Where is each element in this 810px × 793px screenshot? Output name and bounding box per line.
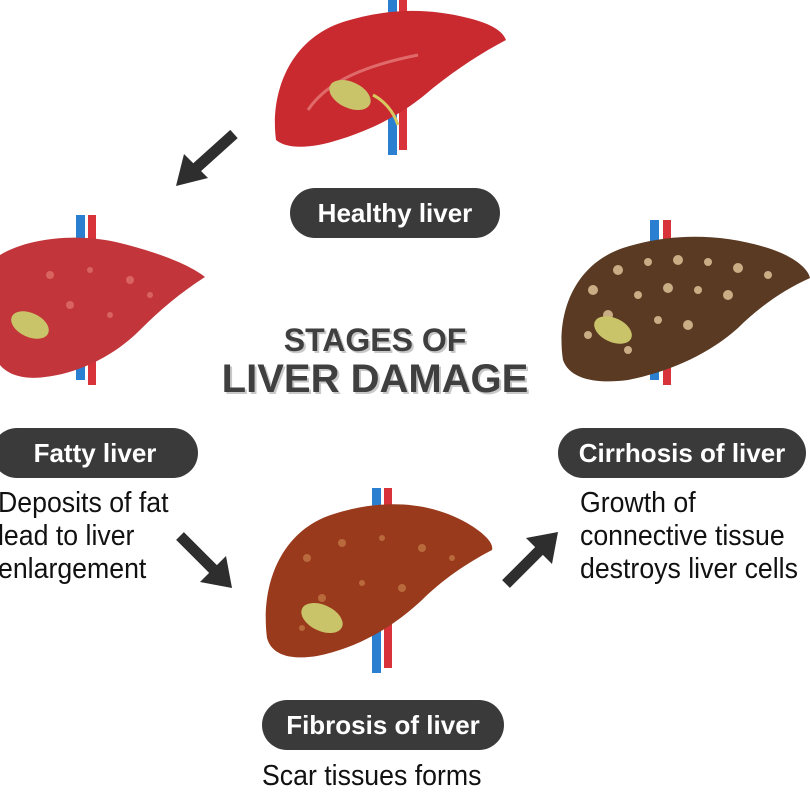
- diagram-title: STAGES OF LIVER DAMAGE: [200, 323, 550, 401]
- healthy-liver-image: [274, 0, 506, 155]
- fibrosis-liver-image: [265, 488, 493, 673]
- cirrhosis-liver-label: Cirrhosis of liver: [558, 428, 806, 478]
- fatty-desc-line-1: Deposits of fat: [0, 487, 169, 519]
- cirrhosis-desc-line-1: Growth of: [580, 487, 696, 519]
- fatty-desc-line-3: enlargement: [0, 553, 147, 585]
- fibrosis-liver-label: Fibrosis of liver: [262, 700, 504, 750]
- fatty-desc-line-2: lead to liver: [0, 520, 135, 552]
- cirrhosis-liver-image: [561, 220, 810, 385]
- cirrhosis-desc-line-3: destroys liver cells: [580, 553, 798, 585]
- fatty-liver-label: Fatty liver: [0, 428, 198, 478]
- arrow-healthy-to-fatty: [176, 129, 238, 186]
- title-line-2: LIVER DAMAGE: [221, 357, 529, 401]
- fibrosis-liver-description: Scar tissues forms: [262, 760, 481, 793]
- cirrhosis-desc-line-2: connective tissue: [580, 520, 785, 552]
- arrow-fatty-to-fibrosis: [176, 532, 232, 588]
- arrow-fibrosis-to-cirrhosis: [502, 532, 558, 588]
- fibrosis-desc-line-1: Scar tissues forms: [262, 760, 482, 792]
- healthy-liver-label: Healthy liver: [290, 188, 500, 238]
- fatty-liver-image: [0, 215, 205, 385]
- cirrhosis-liver-description: Growth of connective tissue destroys liv…: [580, 487, 798, 586]
- fatty-liver-description: Deposits of fat lead to liver enlargemen…: [0, 487, 169, 586]
- title-line-1: STAGES OF: [283, 322, 467, 358]
